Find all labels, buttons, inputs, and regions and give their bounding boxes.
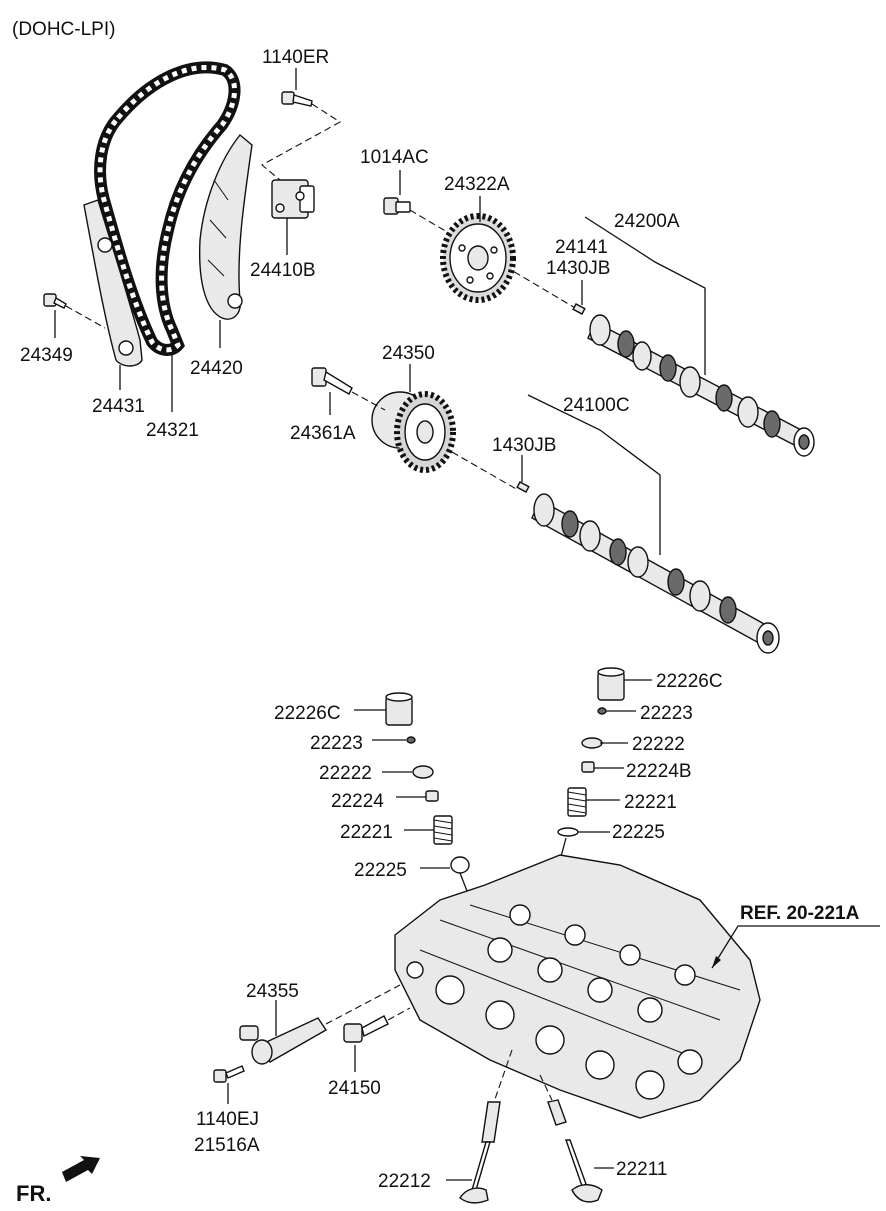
timing-chain[interactable] — [94, 61, 241, 356]
label-1430jb-low[interactable]: 1430JB — [492, 435, 556, 456]
plug-24150[interactable] — [343, 1015, 389, 1043]
exhaust-valve[interactable] — [459, 1141, 491, 1204]
label-1140er[interactable]: 1140ER — [262, 47, 329, 68]
label-22221-right[interactable]: 22221 — [624, 792, 677, 813]
valve-guide-intake[interactable] — [547, 1099, 567, 1126]
intake-camshaft[interactable] — [531, 493, 780, 654]
stem-seal-left[interactable] — [425, 790, 439, 802]
tensioner-arm[interactable] — [198, 134, 253, 320]
chain-guide[interactable] — [83, 199, 143, 367]
diagram-title: (DOHC-LPI) — [12, 19, 115, 40]
tappet-right[interactable] — [597, 667, 625, 701]
cylinder-head[interactable] — [394, 854, 761, 1119]
label-24100c[interactable]: 24100C — [563, 395, 630, 416]
bolt-24361a[interactable] — [311, 367, 353, 395]
label-24410b[interactable]: 24410B — [250, 260, 316, 281]
label-24420[interactable]: 24420 — [190, 358, 243, 379]
label-22226c-left[interactable]: 22226C — [274, 703, 341, 724]
exhaust-camshaft[interactable] — [587, 314, 815, 457]
label-24322a[interactable]: 24322A — [444, 174, 510, 195]
label-22222-left[interactable]: 22222 — [319, 763, 372, 784]
tappet-left[interactable] — [385, 692, 413, 726]
label-1014ac[interactable]: 1014AC — [360, 147, 429, 168]
stem-seal-right[interactable] — [581, 761, 595, 773]
label-24350[interactable]: 24350 — [382, 343, 435, 364]
bolt-1140ej[interactable] — [213, 1065, 245, 1083]
ref-label[interactable]: REF. 20-221A — [740, 903, 860, 924]
label-24321[interactable]: 24321 — [146, 420, 199, 441]
label-24150[interactable]: 24150 — [328, 1078, 381, 1099]
spring-retainer-left[interactable] — [412, 765, 434, 779]
oil-control-valve[interactable] — [239, 1017, 327, 1065]
chain-tensioner[interactable] — [271, 179, 315, 219]
bolt-24349[interactable] — [43, 293, 67, 309]
label-22222-right[interactable]: 22222 — [632, 734, 685, 755]
retainer-lock-right[interactable] — [597, 707, 607, 715]
label-22223-right[interactable]: 22223 — [640, 703, 693, 724]
spring-seat-right[interactable] — [557, 827, 579, 837]
label-24361a[interactable]: 24361A — [290, 423, 356, 444]
label-22225-right[interactable]: 22225 — [612, 822, 665, 843]
label-22223-left[interactable]: 22223 — [310, 733, 363, 754]
spring-seat-left[interactable] — [450, 856, 470, 874]
cvvt-assembly[interactable] — [371, 391, 456, 473]
label-24349[interactable]: 24349 — [20, 345, 73, 366]
label-21516a[interactable]: 21516A — [194, 1135, 260, 1156]
bolt-1014ac[interactable] — [383, 197, 411, 215]
retainer-lock-left[interactable] — [406, 736, 416, 744]
label-24200a[interactable]: 24200A — [614, 211, 680, 232]
label-1430jb-top[interactable]: 1430JB — [546, 258, 610, 279]
label-22211[interactable]: 22211 — [616, 1159, 667, 1180]
label-24431[interactable]: 24431 — [92, 396, 145, 417]
label-22226c-right[interactable]: 22226C — [656, 671, 723, 692]
label-22221-left[interactable]: 22221 — [340, 822, 393, 843]
dowel-pin-top[interactable] — [572, 303, 586, 315]
spring-retainer-right[interactable] — [581, 737, 603, 749]
intake-valve[interactable] — [565, 1139, 603, 1203]
label-22224b[interactable]: 22224B — [626, 761, 692, 782]
label-24141[interactable]: 24141 — [555, 237, 608, 258]
exhaust-sprocket[interactable] — [440, 213, 516, 303]
label-22212[interactable]: 22212 — [378, 1171, 431, 1192]
front-arrow-icon — [62, 1156, 100, 1182]
label-22225-left[interactable]: 22225 — [354, 860, 407, 881]
valve-guide-exhaust[interactable] — [481, 1101, 501, 1143]
bolt-1140er[interactable] — [281, 91, 313, 107]
label-24355[interactable]: 24355 — [246, 981, 299, 1002]
label-1140ej[interactable]: 1140EJ — [196, 1109, 259, 1130]
label-22224[interactable]: 22224 — [331, 791, 384, 812]
valve-spring-right[interactable] — [567, 787, 587, 817]
front-label: FR. — [16, 1181, 51, 1206]
dowel-pin-low[interactable] — [516, 481, 530, 493]
valve-spring-left[interactable] — [433, 815, 453, 845]
